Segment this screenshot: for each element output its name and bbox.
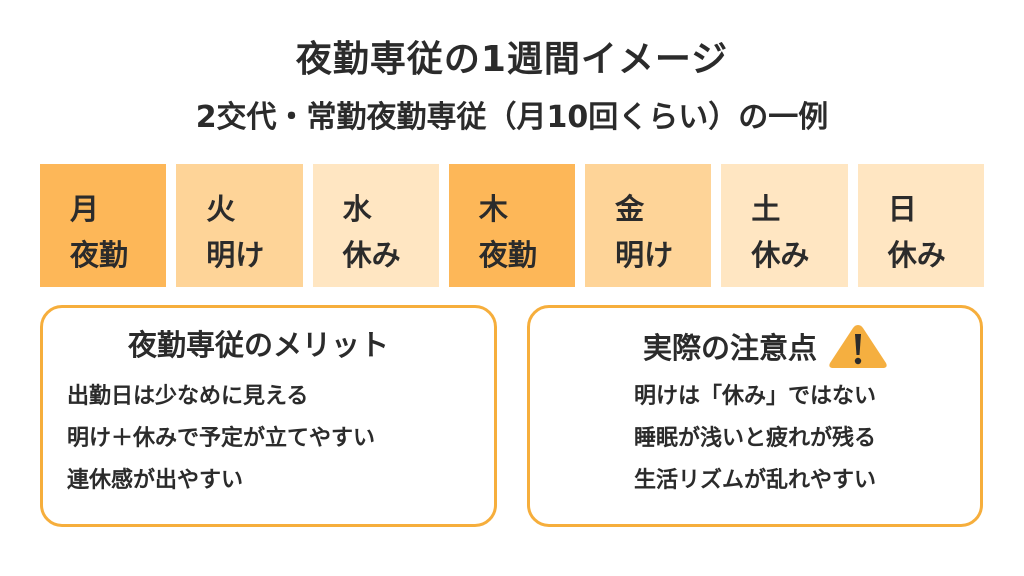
cautions-list: 明けは「休み」ではない 睡眠が浅いと疲れが残る 生活リズムが乱れやすい	[530, 376, 980, 502]
day-card-sat: 土 休み	[721, 164, 848, 287]
merit-item: 連休感が出やすい	[67, 468, 244, 493]
page-subtitle: 2交代・常勤夜勤専従（月10回くらい）の一例	[195, 100, 829, 135]
cautions-panel: 実際の注意点 明けは「休み」ではない 睡眠が浅いと疲れが残る 生活リズムが乱れや…	[527, 305, 983, 527]
day-status: 夜勤	[478, 238, 537, 272]
day-status: 休み	[342, 238, 401, 272]
day-label: 日	[887, 192, 917, 226]
day-card-wed: 水 休み	[312, 164, 439, 287]
day-card-mon: 月 夜勤	[40, 164, 167, 287]
day-status: 明け	[206, 238, 265, 272]
merits-panel: 夜勤専従のメリット 出勤日は少なめに見える 明け＋休みで予定が立てやすい 連休感…	[40, 305, 497, 527]
page-title: 夜勤専従の1週間イメージ	[295, 39, 729, 80]
day-status: 休み	[751, 238, 810, 272]
merits-list: 出勤日は少なめに見える 明け＋休みで予定が立てやすい 連休感が出やすい	[67, 376, 375, 502]
day-label: 金	[615, 192, 645, 226]
day-label: 土	[751, 192, 781, 226]
day-card-sun: 日 休み	[857, 164, 984, 287]
merit-item: 出勤日は少なめに見える	[67, 384, 309, 409]
day-status: 休み	[887, 238, 946, 272]
day-status: 夜勤	[70, 238, 129, 272]
merits-heading: 夜勤専従のメリット	[43, 322, 494, 364]
day-card-tue: 火 明け	[176, 164, 303, 287]
caution-item: 生活リズムが乱れやすい	[633, 468, 876, 493]
warning-icon	[829, 325, 887, 368]
caution-item: 明けは「休み」ではない	[633, 384, 876, 409]
day-label: 木	[478, 192, 508, 226]
merit-item: 明け＋休みで予定が立てやすい	[67, 426, 376, 451]
day-label: 火	[206, 192, 236, 226]
caution-item: 睡眠が浅いと疲れが残る	[633, 426, 876, 451]
day-status: 明け	[615, 238, 674, 272]
day-label: 水	[342, 192, 372, 226]
cautions-heading-text: 実際の注意点	[642, 331, 817, 365]
day-card-fri: 金 明け	[585, 164, 712, 287]
day-card-thu: 木 夜勤	[448, 164, 576, 287]
day-label: 月	[70, 192, 100, 226]
week-schedule: 月 夜勤 火 明け 水 休み 木 夜勤 金 明け 土 休み 日 休み	[40, 164, 984, 287]
cautions-heading: 実際の注意点	[530, 322, 980, 370]
merits-heading-text: 夜勤専従のメリット	[127, 328, 389, 362]
